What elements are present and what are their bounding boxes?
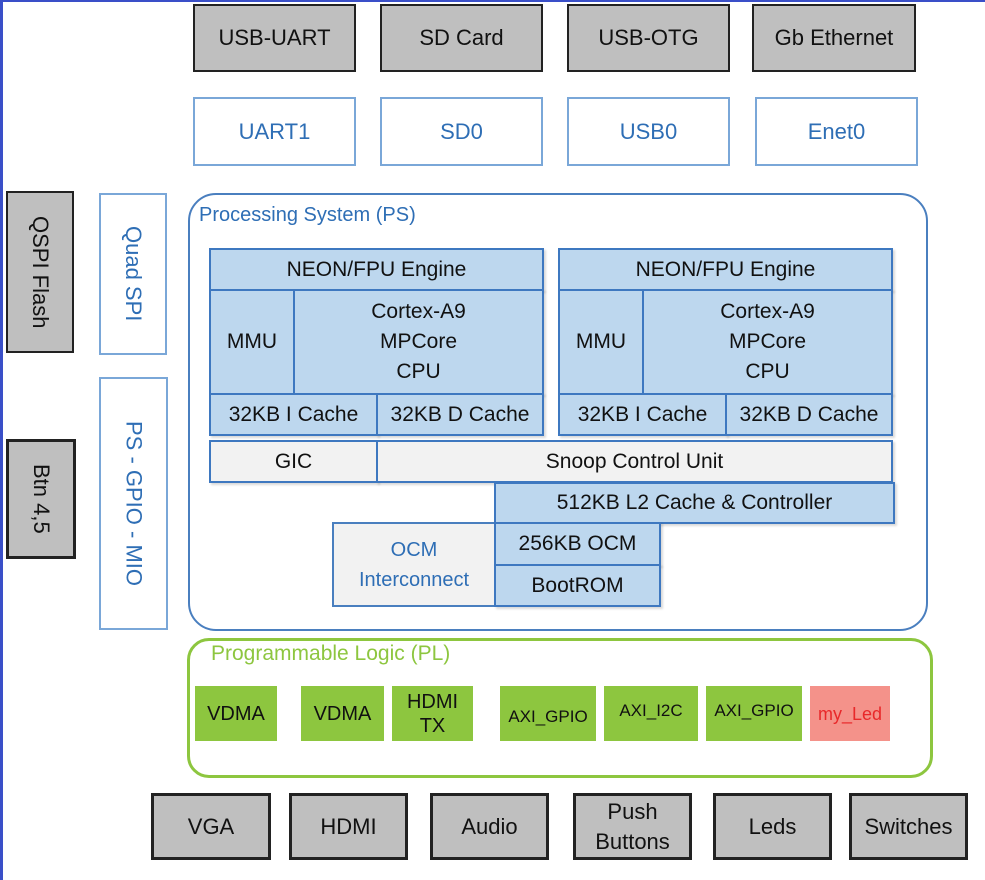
programmable-logic-title: Programmable Logic (PL) (211, 642, 451, 665)
core0-neon-fpu[interactable]: NEON/FPU Engine (209, 248, 544, 291)
hdmi-block[interactable]: HDMI (289, 793, 408, 860)
core1-mmu[interactable]: MMU (558, 289, 644, 395)
core1-mmu-label: MMU (575, 330, 627, 353)
window-frame-left (0, 0, 3, 880)
push-buttons-line: Push (607, 798, 658, 824)
pl-block-hdmi-tx[interactable]: HDMI TX (392, 686, 473, 741)
audio-label: Audio (461, 813, 518, 839)
switches-label: Switches (864, 813, 953, 839)
qspi-flash-block[interactable]: QSPI Flash (6, 191, 74, 353)
qspi-flash-label: QSPI Flash (28, 215, 53, 329)
vga-label: VGA (187, 813, 235, 839)
core0-mmu[interactable]: MMU (209, 289, 295, 395)
usb-otg-label: USB-OTG (598, 25, 699, 50)
processing-system-container (188, 193, 928, 631)
pl-block-vdma-1[interactable]: VDMA (195, 686, 277, 741)
ocm-interconnect-line: Interconnect (358, 568, 470, 591)
core1-dcache[interactable]: 32KB D Cache (725, 393, 893, 436)
gic-label: GIC (274, 449, 313, 473)
core0-icache-label: 32KB I Cache (228, 402, 359, 426)
core1-cpu-line: Cortex-A9 (720, 300, 815, 323)
core0-cpu-line: MPCore (379, 330, 458, 353)
core1-cpu-line: CPU (745, 360, 790, 383)
snoop-control-unit-block[interactable]: Snoop Control Unit (376, 440, 893, 483)
leds-block[interactable]: Leds (713, 793, 832, 860)
core0-neon-label: NEON/FPU Engine (286, 257, 467, 281)
quad-spi-block[interactable]: Quad SPI (99, 193, 167, 355)
ps-gpio-mio-block[interactable]: PS - GPIO - MIO (99, 377, 168, 630)
sd-card-block[interactable]: SD Card (380, 4, 543, 72)
core0-dcache[interactable]: 32KB D Cache (376, 393, 544, 436)
leds-label: Leds (748, 813, 797, 839)
core0-cpu-line: CPU (396, 360, 441, 383)
l2-cache-label: 512KB L2 Cache & Controller (556, 491, 833, 514)
push-buttons-block[interactable]: Push Buttons (573, 793, 692, 860)
axi-gpio-2-label: AXI_GPIO (714, 700, 794, 720)
core0-cpu[interactable]: Cortex-A9 MPCore CPU (293, 289, 544, 395)
hdmi-tx-line: HDMI (406, 690, 459, 713)
l2-cache-block[interactable]: 512KB L2 Cache & Controller (494, 482, 895, 524)
core1-dcache-label: 32KB D Cache (739, 402, 879, 426)
core0-icache[interactable]: 32KB I Cache (209, 393, 378, 436)
audio-block[interactable]: Audio (430, 793, 549, 860)
ocm-interconnect-line: OCM (390, 538, 438, 561)
hdmi-label: HDMI (320, 813, 377, 839)
ocm-256kb-block[interactable]: 256KB OCM (494, 522, 661, 566)
processing-system-title: Processing System (PS) (199, 204, 416, 226)
usb-uart-label: USB-UART (218, 25, 331, 50)
core0-cpu-line: Cortex-A9 (371, 300, 466, 323)
vga-block[interactable]: VGA (151, 793, 271, 860)
switches-block[interactable]: Switches (849, 793, 968, 860)
usb0-label: USB0 (619, 118, 678, 144)
usb-otg-block[interactable]: USB-OTG (567, 4, 730, 72)
pl-block-axi-gpio-2[interactable]: AXI_GPIO (706, 686, 802, 741)
pl-block-my-led[interactable]: my_Led (810, 686, 890, 741)
core1-neon-label: NEON/FPU Engine (635, 257, 816, 281)
bootrom-label: BootROM (531, 573, 624, 597)
vdma-2-label: VDMA (313, 702, 372, 725)
axi-gpio-1-label: AXI_GPIO (508, 706, 588, 726)
uart1-label: UART1 (238, 118, 311, 144)
usb0-block[interactable]: USB0 (567, 97, 730, 166)
enet0-block[interactable]: Enet0 (755, 97, 918, 166)
sd-card-label: SD Card (419, 25, 504, 50)
core1-cpu-line: MPCore (728, 330, 807, 353)
quad-spi-label: Quad SPI (121, 226, 146, 322)
axi-i2c-label: AXI_I2C (619, 700, 683, 720)
programmable-logic-container (187, 638, 933, 778)
core0-dcache-label: 32KB D Cache (390, 402, 530, 426)
gb-ethernet-block[interactable]: Gb Ethernet (752, 4, 916, 72)
core1-cpu[interactable]: Cortex-A9 MPCore CPU (642, 289, 893, 395)
enet0-label: Enet0 (807, 118, 866, 144)
my-led-label: my_Led (817, 703, 883, 724)
gb-ethernet-label: Gb Ethernet (774, 25, 894, 50)
ps-gpio-mio-label: PS - GPIO - MIO (121, 420, 147, 586)
core1-icache[interactable]: 32KB I Cache (558, 393, 727, 436)
core0-mmu-label: MMU (226, 330, 278, 353)
usb-uart-block[interactable]: USB-UART (193, 4, 356, 72)
ocm-label: 256KB OCM (518, 532, 637, 555)
pl-block-axi-gpio-1[interactable]: AXI_GPIO (500, 686, 596, 741)
btn-4-5-block[interactable]: Btn 4,5 (6, 439, 76, 559)
window-frame-top (0, 0, 985, 2)
pl-block-axi-i2c[interactable]: AXI_I2C (604, 686, 698, 741)
scu-label: Snoop Control Unit (545, 449, 724, 473)
core1-icache-label: 32KB I Cache (577, 402, 708, 426)
pl-block-vdma-2[interactable]: VDMA (301, 686, 384, 741)
sd0-block[interactable]: SD0 (380, 97, 543, 166)
hdmi-tx-line: TX (419, 714, 446, 737)
bootrom-block[interactable]: BootROM (494, 564, 661, 607)
uart1-block[interactable]: UART1 (193, 97, 356, 166)
sd0-label: SD0 (440, 118, 483, 144)
gic-block[interactable]: GIC (209, 440, 378, 483)
push-buttons-line: Buttons (595, 828, 670, 854)
core1-neon-fpu[interactable]: NEON/FPU Engine (558, 248, 893, 291)
vdma-1-label: VDMA (207, 702, 265, 725)
ocm-interconnect-block[interactable]: OCM Interconnect (332, 522, 496, 607)
btn-4-5-label: Btn 4,5 (29, 464, 54, 534)
